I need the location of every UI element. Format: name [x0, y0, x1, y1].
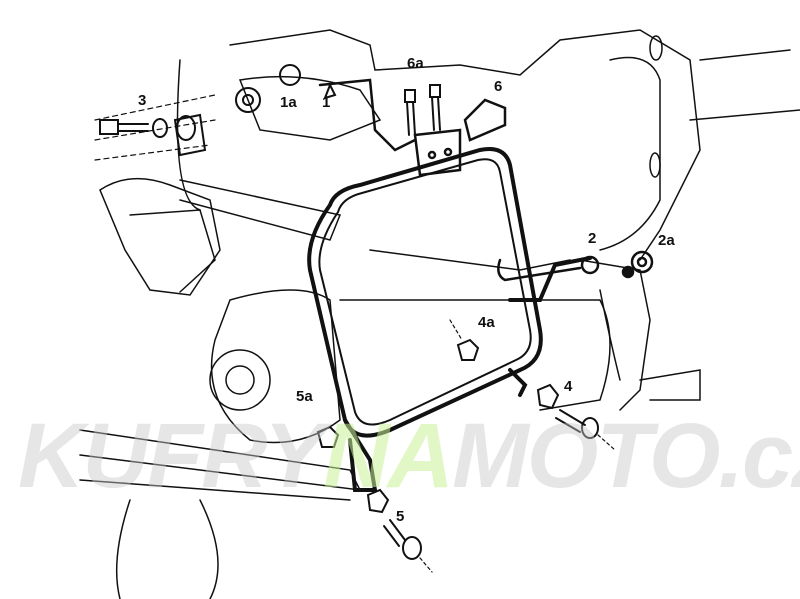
upper-bracket — [318, 78, 507, 177]
sidecase-frame — [307, 147, 592, 492]
label-2a: 2a — [658, 232, 675, 249]
label-1a: 1a — [280, 94, 297, 111]
bolt-2 — [497, 250, 654, 282]
label-5a: 5a — [296, 388, 313, 405]
watermark: KUFRYNAMOTO.cz — [18, 410, 800, 502]
watermark-part1: KUFRY — [18, 405, 325, 507]
label-6: 6 — [494, 78, 503, 95]
label-5: 5 — [396, 508, 405, 525]
label-2: 2 — [588, 230, 597, 247]
label-1: 1 — [322, 94, 331, 111]
bolt-3 — [94, 94, 216, 161]
nut-1 — [235, 64, 337, 113]
label-6a: 6a — [407, 55, 424, 72]
label-4a: 4a — [478, 314, 495, 331]
label-3: 3 — [138, 92, 147, 109]
label-4: 4 — [564, 378, 573, 395]
nut-4a — [449, 319, 480, 361]
bolts-6a — [404, 84, 441, 136]
watermark-part2: NA — [323, 405, 454, 507]
nut-5a — [316, 425, 340, 448]
bolt-4 — [536, 383, 616, 451]
watermark-part3: MOTO.cz — [452, 405, 800, 507]
bolt-5 — [366, 488, 433, 573]
